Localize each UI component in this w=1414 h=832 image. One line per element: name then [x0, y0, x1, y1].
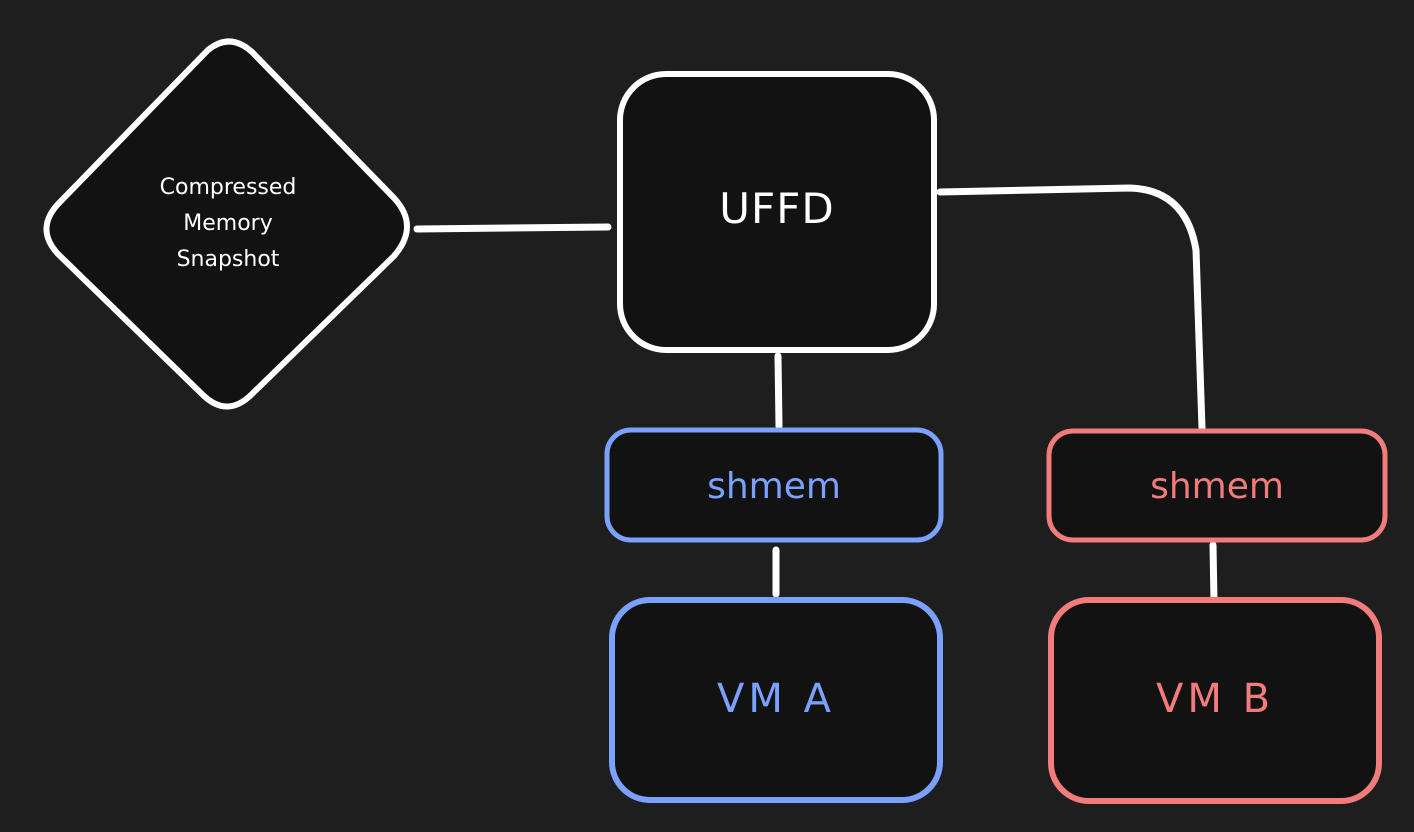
connector-uffd-shmem-a	[774, 352, 783, 430]
connector-uffd-shmem-b	[936, 184, 1206, 432]
vm-a-box[interactable]	[609, 597, 943, 803]
connector-snapshot-uffd	[413, 223, 612, 233]
vm-b-box[interactable]	[1048, 597, 1382, 804]
connector-shmem-b-vm-b	[1209, 541, 1218, 606]
snapshot-diamond[interactable]	[43, 38, 410, 410]
shmem-b-box[interactable]	[1046, 428, 1388, 543]
shmem-a-box[interactable]	[604, 427, 944, 543]
uffd-box[interactable]	[617, 71, 937, 353]
